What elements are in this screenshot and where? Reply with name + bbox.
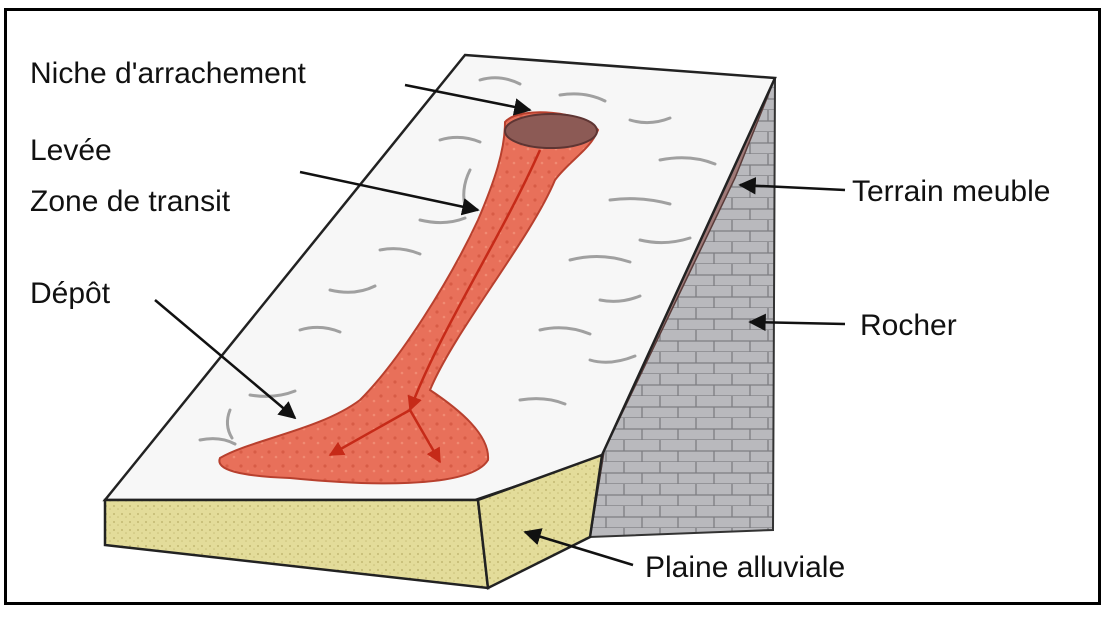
label-plaine: Plaine alluviale [645,551,845,584]
label-niche: Niche d'arrachement [30,57,307,90]
label-depot: Dépôt [30,277,111,310]
label-rocher: Rocher [860,309,957,342]
niche-scar [505,114,597,148]
label-transit: Zone de transit [30,185,231,218]
label-terrain: Terrain meuble [852,175,1050,208]
alluvial-plain-front [105,500,488,588]
label-levee: Levée [30,134,112,167]
